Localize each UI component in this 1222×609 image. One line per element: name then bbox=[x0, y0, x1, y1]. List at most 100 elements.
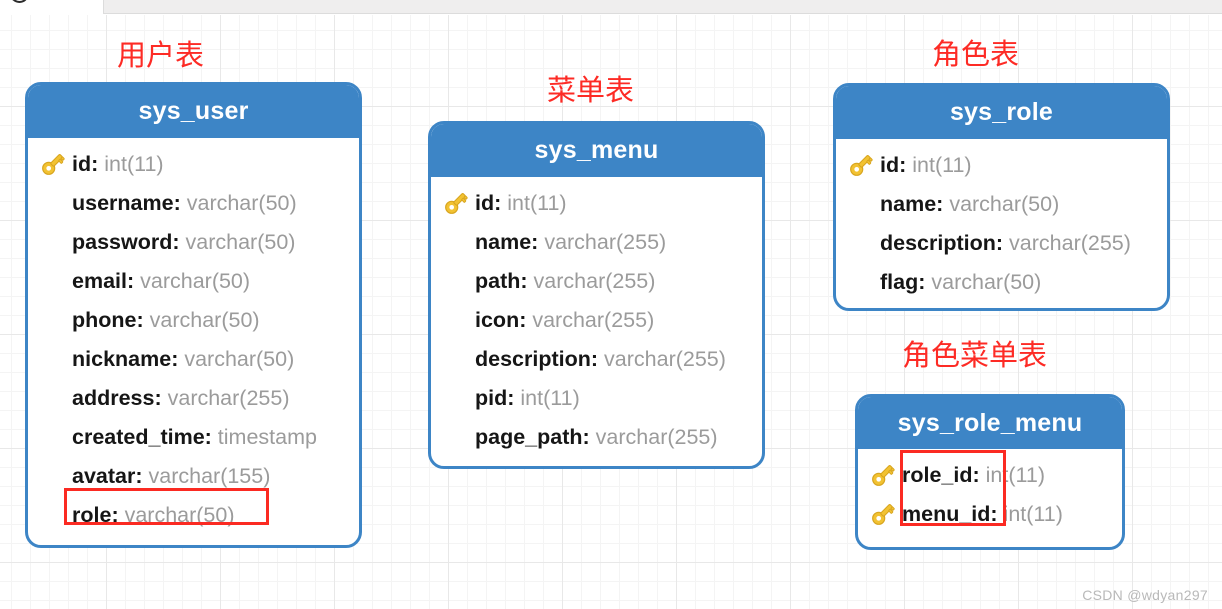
field-row-sys_role-flag[interactable]: flag: varchar(50) bbox=[836, 262, 1167, 301]
field-key-slot-empty bbox=[441, 266, 475, 296]
field-row-sys_menu-id[interactable]: id: int(11) bbox=[431, 183, 762, 222]
field-key-slot-empty bbox=[441, 227, 475, 257]
field-name: phone bbox=[72, 307, 137, 332]
entity-table-sys-role-menu[interactable]: sys_role_menu role_id: int(11)menu_id: i… bbox=[855, 394, 1125, 550]
field-name: description bbox=[475, 346, 591, 371]
field-row-sys_user-password[interactable]: password: varchar(50) bbox=[28, 222, 359, 261]
field-row-sys_user-phone[interactable]: phone: varchar(50) bbox=[28, 300, 359, 339]
field-separator: : bbox=[519, 307, 533, 332]
field-separator: : bbox=[899, 152, 913, 177]
field-row-sys_menu-page_path[interactable]: page_path: varchar(255) bbox=[431, 417, 762, 456]
field-row-sys_user-nickname[interactable]: nickname: varchar(50) bbox=[28, 339, 359, 378]
field-name: avatar bbox=[72, 463, 136, 488]
primary-key-icon bbox=[42, 153, 65, 175]
caption-user-table: 用户表 bbox=[117, 38, 205, 72]
logo-arc-shape bbox=[10, 0, 29, 3]
field-separator: : bbox=[520, 268, 534, 293]
field-type: varchar(255) bbox=[1009, 230, 1131, 255]
field-separator: : bbox=[204, 424, 218, 449]
field-row-sys_role_menu-role_id[interactable]: role_id: int(11) bbox=[858, 455, 1122, 494]
field-text: address: varchar(255) bbox=[72, 386, 290, 410]
field-separator: : bbox=[136, 307, 150, 332]
field-text: phone: varchar(50) bbox=[72, 308, 260, 332]
field-text: icon: varchar(255) bbox=[475, 308, 654, 332]
field-type: int(11) bbox=[985, 462, 1045, 487]
field-separator: : bbox=[918, 269, 932, 294]
field-name: pid bbox=[475, 385, 508, 410]
field-text: username: varchar(50) bbox=[72, 191, 297, 215]
field-text: email: varchar(50) bbox=[72, 269, 250, 293]
field-text: id: int(11) bbox=[475, 191, 567, 215]
field-row-sys_role-name[interactable]: name: varchar(50) bbox=[836, 184, 1167, 223]
field-row-sys_user-address[interactable]: address: varchar(255) bbox=[28, 378, 359, 417]
field-row-sys_user-created_time[interactable]: created_time: timestamp bbox=[28, 417, 359, 456]
field-type: int(11) bbox=[520, 385, 580, 410]
field-type: varchar(255) bbox=[595, 424, 718, 449]
caption-menu-table: 菜单表 bbox=[547, 73, 635, 107]
field-name: id bbox=[880, 152, 900, 177]
field-key-slot-empty bbox=[38, 461, 72, 491]
field-separator: : bbox=[135, 463, 149, 488]
field-separator: : bbox=[91, 151, 105, 176]
field-separator: : bbox=[972, 462, 986, 487]
field-key-slot-empty bbox=[846, 228, 880, 258]
field-row-sys_menu-name[interactable]: name: varchar(255) bbox=[431, 222, 762, 261]
field-type: varchar(50) bbox=[185, 229, 296, 254]
field-separator: : bbox=[154, 385, 168, 410]
field-separator: : bbox=[936, 191, 950, 216]
field-row-sys_menu-path[interactable]: path: varchar(255) bbox=[431, 261, 762, 300]
field-row-sys_role-id[interactable]: id: int(11) bbox=[836, 145, 1167, 184]
field-key-slot-empty bbox=[441, 383, 475, 413]
table-fields-sys-role-menu: role_id: int(11)menu_id: int(11) bbox=[858, 449, 1122, 543]
entity-table-sys-menu[interactable]: sys_menu id: int(11)name: varchar(255)pa… bbox=[428, 121, 765, 469]
field-key-slot-empty bbox=[38, 266, 72, 296]
field-key-slot-empty bbox=[38, 305, 72, 335]
field-text: description: varchar(255) bbox=[880, 231, 1131, 255]
field-type: varchar(255) bbox=[167, 385, 290, 410]
primary-key-slot bbox=[441, 188, 475, 218]
field-separator: : bbox=[111, 502, 125, 527]
field-row-sys_user-avatar[interactable]: avatar: varchar(155) bbox=[28, 456, 359, 495]
primary-key-slot bbox=[868, 499, 902, 529]
field-name: nickname bbox=[72, 346, 172, 371]
field-row-sys_menu-pid[interactable]: pid: int(11) bbox=[431, 378, 762, 417]
field-key-slot-empty bbox=[846, 267, 880, 297]
field-separator: : bbox=[126, 268, 141, 293]
field-name: address bbox=[72, 385, 155, 410]
field-separator: : bbox=[171, 346, 185, 371]
field-text: id: int(11) bbox=[880, 153, 972, 177]
field-row-sys_user-email[interactable]: email: varchar(50) bbox=[28, 261, 359, 300]
field-name: flag bbox=[880, 269, 919, 294]
field-row-sys_menu-description[interactable]: description: varchar(255) bbox=[431, 339, 762, 378]
entity-table-sys-user[interactable]: sys_user id: int(11) username: varchar(50… bbox=[25, 82, 362, 548]
field-row-sys_role_menu-menu_id[interactable]: menu_id: int(11) bbox=[858, 494, 1122, 533]
table-title-sys-user: sys_user bbox=[28, 85, 359, 138]
field-name: id bbox=[475, 190, 495, 215]
browser-tab[interactable] bbox=[103, 0, 1222, 14]
table-fields-sys-menu: id: int(11)name: varchar(255)path: varch… bbox=[431, 177, 762, 466]
field-row-sys_user-role[interactable]: role: varchar(50) bbox=[28, 495, 359, 534]
table-title-sys-menu: sys_menu bbox=[431, 124, 762, 177]
field-key-slot-empty bbox=[38, 188, 72, 218]
field-key-slot-empty bbox=[441, 422, 475, 452]
field-separator: : bbox=[507, 385, 521, 410]
field-text: id: int(11) bbox=[72, 152, 164, 176]
field-type: varchar(255) bbox=[533, 268, 656, 293]
entity-table-sys-role[interactable]: sys_role id: int(11) name: varchar(50) des… bbox=[833, 83, 1170, 311]
field-key-slot-empty bbox=[441, 344, 475, 374]
field-name: path bbox=[475, 268, 521, 293]
field-row-sys_role-description[interactable]: description: varchar(255) bbox=[836, 223, 1167, 262]
field-row-sys_user-username[interactable]: username: varchar(50) bbox=[28, 183, 359, 222]
field-row-sys_menu-icon[interactable]: icon: varchar(255) bbox=[431, 300, 762, 339]
table-fields-sys-role: id: int(11) name: varchar(50) description:… bbox=[836, 139, 1167, 308]
primary-key-slot bbox=[846, 150, 880, 180]
primary-key-icon bbox=[872, 464, 895, 486]
field-row-sys_user-id[interactable]: id: int(11) bbox=[28, 144, 359, 183]
field-type: varchar(50) bbox=[140, 268, 251, 293]
field-text: name: varchar(50) bbox=[880, 192, 1059, 216]
field-name: created_time bbox=[72, 424, 205, 449]
field-type: int(11) bbox=[104, 151, 164, 176]
field-separator: : bbox=[582, 424, 596, 449]
field-type: int(11) bbox=[1003, 501, 1063, 526]
table-title-sys-role: sys_role bbox=[836, 86, 1167, 139]
